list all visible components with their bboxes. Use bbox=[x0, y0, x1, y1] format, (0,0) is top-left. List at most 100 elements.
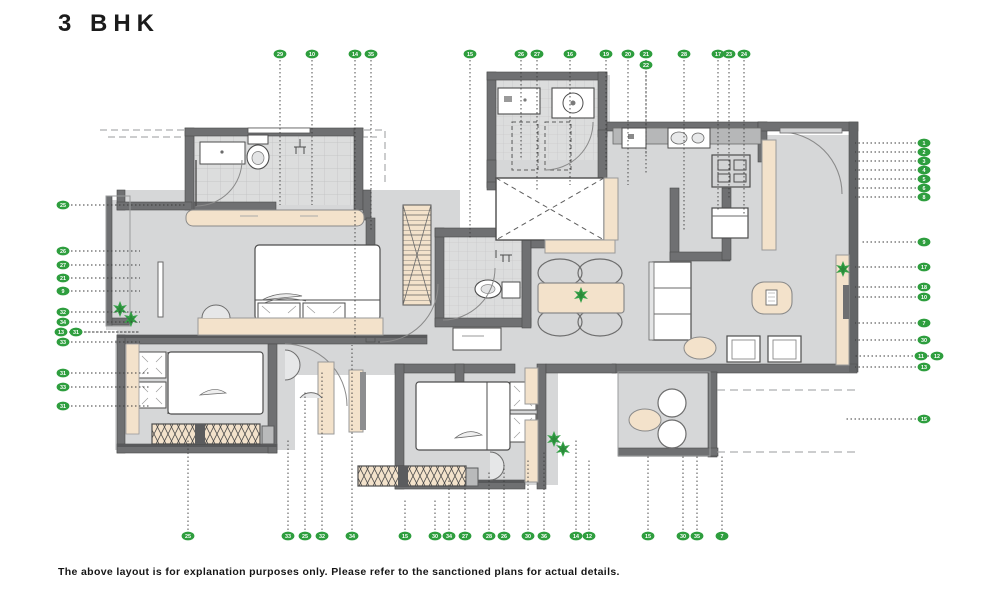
annotation-marker[interactable]: 26 bbox=[56, 246, 70, 256]
bedroom-2-furniture bbox=[125, 343, 348, 445]
annotation-marker[interactable]: 14 bbox=[569, 531, 583, 541]
marker-number: 32 bbox=[319, 534, 325, 540]
annotation-marker[interactable]: 16 bbox=[563, 49, 577, 59]
marker-badge bbox=[914, 351, 928, 361]
annotation-marker[interactable]: 31 bbox=[56, 368, 70, 378]
annotation-marker[interactable]: 14 bbox=[348, 49, 362, 59]
annotation-marker[interactable]: 35 bbox=[364, 49, 378, 59]
annotation-marker[interactable]: 30 bbox=[917, 335, 931, 345]
annotation-marker[interactable]: 35 bbox=[690, 531, 704, 541]
marker-number: 26 bbox=[501, 534, 507, 540]
annotation-marker[interactable]: 30 bbox=[428, 531, 442, 541]
annotation-marker[interactable]: 34 bbox=[442, 531, 456, 541]
annotation-marker[interactable]: 18 bbox=[917, 282, 931, 292]
annotation-marker[interactable]: 10 bbox=[917, 292, 931, 302]
annotation-marker[interactable]: 25 bbox=[298, 531, 312, 541]
master-bedroom-furniture bbox=[157, 204, 439, 343]
living-balcony bbox=[617, 371, 855, 457]
annotation-marker[interactable]: 23 bbox=[722, 49, 736, 59]
annotation-marker[interactable]: 32 bbox=[56, 307, 70, 317]
annotation-marker[interactable]: 21 bbox=[56, 273, 70, 283]
annotation-marker[interactable]: 9 bbox=[917, 237, 931, 247]
annotation-marker[interactable]: 33 bbox=[56, 382, 70, 392]
marker-number: 14 bbox=[573, 534, 579, 540]
marker-number: 30 bbox=[525, 534, 531, 540]
marker-number: 15 bbox=[467, 52, 473, 58]
marker-badge bbox=[737, 49, 751, 59]
marker-number: 14 bbox=[352, 52, 358, 58]
annotation-marker[interactable]: 9 bbox=[56, 286, 70, 296]
annotation-marker[interactable]: 36 bbox=[537, 531, 551, 541]
annotation-marker[interactable]: 30 bbox=[676, 531, 690, 541]
annotation-marker[interactable]: 3 bbox=[917, 156, 931, 166]
annotation-marker[interactable]: 13 bbox=[54, 327, 68, 337]
annotation-marker[interactable]: 6 bbox=[917, 183, 931, 193]
annotation-marker[interactable]: 4 bbox=[917, 165, 931, 175]
annotation-marker[interactable]: 5 bbox=[917, 174, 931, 184]
annotation-marker[interactable]: 26 bbox=[514, 49, 528, 59]
annotation-marker[interactable]: 12 bbox=[582, 531, 596, 541]
annotation-marker[interactable]: 8 bbox=[917, 192, 931, 202]
marker-number: 26 bbox=[60, 249, 66, 255]
annotation-marker[interactable]: 27 bbox=[458, 531, 472, 541]
marker-number: 35 bbox=[368, 52, 374, 58]
annotation-marker[interactable]: 31 bbox=[56, 401, 70, 411]
annotation-marker[interactable]: 21 bbox=[639, 49, 653, 59]
annotation-marker[interactable]: 27 bbox=[56, 260, 70, 270]
annotation-marker[interactable]: 33 bbox=[56, 337, 70, 347]
marker-badge bbox=[917, 262, 931, 272]
master-balcony bbox=[105, 195, 138, 327]
annotation-marker[interactable]: 27 bbox=[530, 49, 544, 59]
marker-badge bbox=[364, 49, 378, 59]
annotation-marker[interactable]: 15 bbox=[917, 414, 931, 424]
annotation-marker[interactable]: 19 bbox=[599, 49, 613, 59]
marker-badge bbox=[917, 292, 931, 302]
annotation-marker[interactable]: 10 bbox=[305, 49, 319, 59]
marker-badge bbox=[56, 307, 70, 317]
annotation-marker[interactable]: 34 bbox=[56, 317, 70, 327]
marker-badge bbox=[497, 531, 511, 541]
annotation-marker[interactable]: 20 bbox=[621, 49, 635, 59]
annotation-marker[interactable]: 7 bbox=[715, 531, 729, 541]
annotation-marker[interactable]: 24 bbox=[737, 49, 751, 59]
annotation-marker[interactable]: 17 bbox=[917, 262, 931, 272]
marker-number: 4 bbox=[923, 168, 926, 174]
annotation-marker[interactable]: 11 bbox=[914, 351, 928, 361]
annotation-marker[interactable]: 31 bbox=[69, 327, 83, 337]
annotation-marker[interactable]: 15 bbox=[398, 531, 412, 541]
annotation-marker[interactable]: 30 bbox=[521, 531, 535, 541]
annotation-marker[interactable]: 7 bbox=[917, 318, 931, 328]
annotation-marker[interactable]: 22 bbox=[639, 60, 653, 70]
annotation-marker[interactable]: 32 bbox=[315, 531, 329, 541]
marker-number: 33 bbox=[285, 534, 291, 540]
marker-badge bbox=[345, 531, 359, 541]
marker-number: 25 bbox=[60, 203, 66, 209]
annotation-marker[interactable]: 25 bbox=[181, 531, 195, 541]
marker-badge bbox=[56, 337, 70, 347]
annotation-marker[interactable]: 33 bbox=[281, 531, 295, 541]
annotation-marker[interactable]: 26 bbox=[497, 531, 511, 541]
dining-set bbox=[537, 258, 625, 337]
annotation-marker[interactable]: 2 bbox=[917, 147, 931, 157]
marker-number: 2 bbox=[923, 150, 926, 156]
marker-number: 35 bbox=[694, 534, 700, 540]
marker-badge bbox=[348, 49, 362, 59]
marker-number: 11 bbox=[918, 354, 924, 360]
annotation-marker[interactable]: 28 bbox=[677, 49, 691, 59]
annotation-marker[interactable]: 12 bbox=[930, 351, 944, 361]
annotation-marker[interactable]: 28 bbox=[482, 531, 496, 541]
marker-badge bbox=[639, 49, 653, 59]
annotation-marker[interactable]: 1 bbox=[917, 138, 931, 148]
annotation-marker[interactable]: 29 bbox=[273, 49, 287, 59]
entry-door bbox=[779, 127, 843, 195]
annotation-marker[interactable]: 17 bbox=[711, 49, 725, 59]
annotation-marker[interactable]: 15 bbox=[463, 49, 477, 59]
marker-number: 19 bbox=[603, 52, 609, 58]
annotation-marker[interactable]: 25 bbox=[56, 200, 70, 210]
annotation-marker[interactable]: 13 bbox=[917, 362, 931, 372]
annotation-marker[interactable]: 34 bbox=[345, 531, 359, 541]
annotation-marker[interactable]: 15 bbox=[641, 531, 655, 541]
utility-fixtures bbox=[495, 87, 619, 254]
